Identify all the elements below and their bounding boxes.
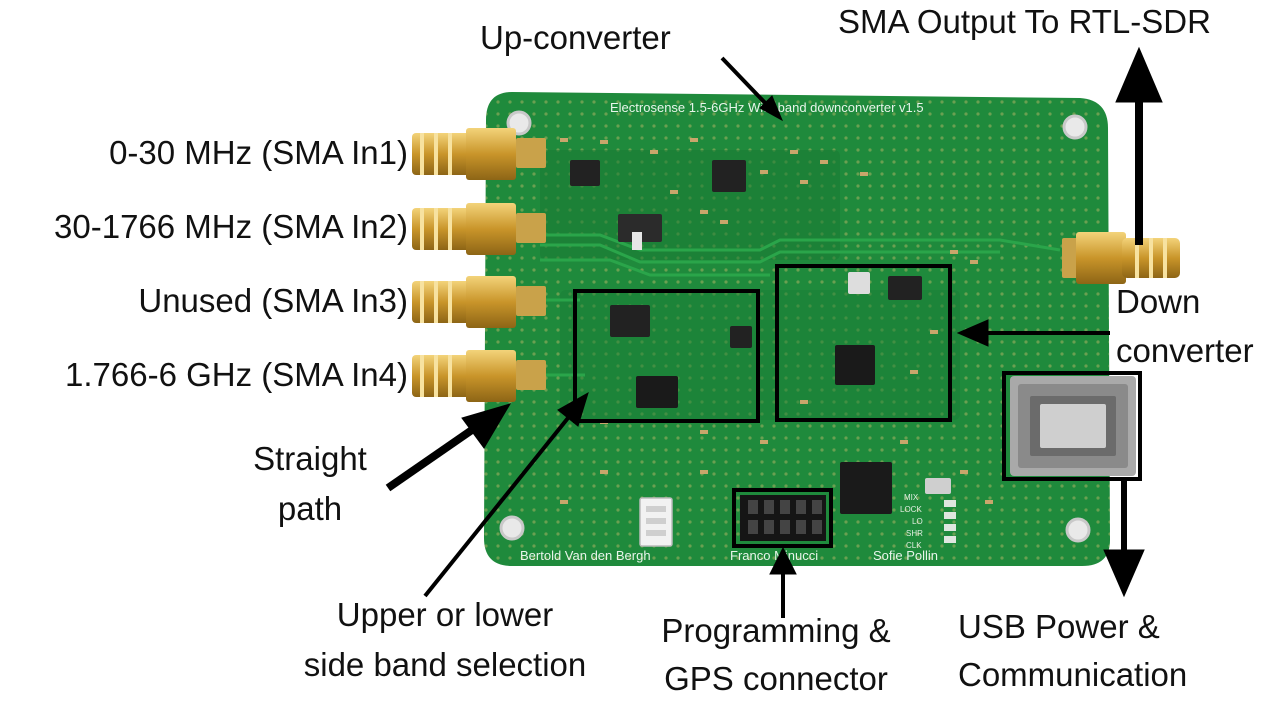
sma-in3-label: Unused (SMA In3)	[138, 282, 408, 319]
programming-arrowhead	[769, 546, 797, 575]
programming-label-line2: GPS connector	[664, 660, 888, 697]
sma-output-label: SMA Output To RTL-SDR	[838, 3, 1211, 40]
sma-in1-label: 0-30 MHz (SMA In1)	[109, 134, 408, 171]
components	[560, 138, 993, 547]
down-converter-arrowhead	[956, 319, 989, 347]
sma-output	[1062, 232, 1180, 284]
programming-box	[732, 488, 833, 548]
board-author-2: Franco Minucci	[730, 548, 818, 563]
straight-path-label-line2: path	[277, 490, 343, 527]
up-converter-arrow	[720, 56, 772, 110]
up-converter-arrowhead	[759, 95, 784, 122]
usb-arrowhead	[1103, 549, 1145, 598]
programming-label-line1: Programming &	[661, 612, 891, 649]
down-converter-label-line1: Down	[1116, 283, 1201, 320]
usb-label-line1: USB Power &	[958, 608, 1160, 645]
highlight-boxes	[573, 264, 1142, 548]
led-label-lock: LOCK	[900, 505, 922, 514]
usb-connector	[1010, 376, 1136, 476]
board-author-1: Bertold Van den Bergh	[520, 548, 651, 563]
led-label-lo: LO	[912, 517, 923, 526]
sma-in2-label: 30-1766 MHz (SMA In2)	[54, 208, 408, 245]
led-label-shr: SHR	[906, 529, 923, 538]
sideband-arrow	[423, 411, 574, 598]
usb-label-line2: Communication	[958, 656, 1188, 693]
sideband-arrowhead	[557, 391, 589, 427]
sma-inputs	[412, 128, 546, 402]
sideband-label-line1: Upper or lower	[336, 596, 554, 633]
up-converter-label: Up-converter	[480, 19, 671, 56]
usb-box	[1002, 371, 1142, 481]
straight-path-arrowhead	[461, 403, 512, 449]
sideband-label-line2: side band selection	[303, 646, 587, 683]
down-converter-label-line2: converter	[1116, 332, 1254, 369]
straight-path-label-line1: Straight	[253, 440, 367, 477]
down-converter-box	[775, 264, 952, 422]
led-label-mix: MIX	[904, 493, 919, 502]
straight-path-arrow	[385, 419, 485, 492]
annotation-arrows	[385, 46, 1163, 618]
board-author-3: Sofie Pollin	[873, 548, 938, 563]
sma-in4-label: 1.766-6 GHz (SMA In4)	[65, 356, 408, 393]
led-label-clk: CLK	[906, 541, 922, 550]
sideband-box	[573, 289, 760, 423]
sma-output-arrowhead	[1115, 46, 1163, 103]
